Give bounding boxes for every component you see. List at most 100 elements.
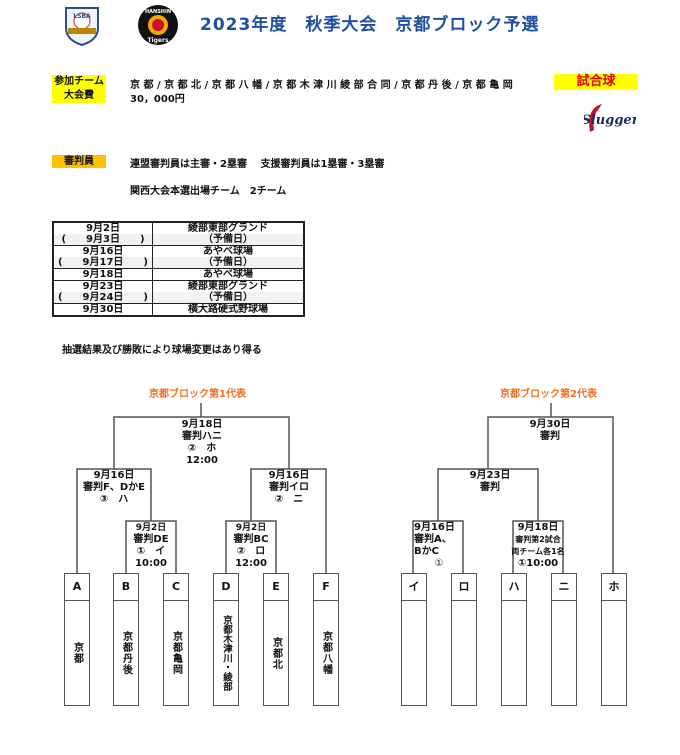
slot-label: ニ — [552, 574, 576, 601]
venue-cell: （予備日） — [152, 257, 304, 269]
match-umpires-cont: BかC — [414, 546, 439, 557]
match-umpires: 審判第2試合 — [515, 535, 561, 544]
slot-label: D — [214, 574, 238, 601]
team-name: 京都 — [71, 642, 83, 664]
bracket2-r1-left-info: 9月16日 審判A、 BかC ① — [414, 522, 464, 570]
match-number: ② ロ — [236, 546, 266, 557]
match-date: 9月23日 — [469, 470, 511, 481]
fee-value: 30，000円 — [130, 94, 185, 105]
table-row: 9月16日あやべ球場 — [52, 245, 304, 257]
team-name — [502, 601, 526, 705]
table-row: ( 9月17日 )（予備日） — [52, 257, 304, 269]
date-cell: 9月18日 — [52, 268, 153, 281]
bracket2-semi-info: 9月23日 審判 — [455, 470, 525, 494]
slot-label: E — [264, 574, 288, 601]
match-number: ② ホ — [187, 443, 217, 454]
team-slot-ha: ハ — [501, 573, 527, 706]
venue-cell: （予備日） — [152, 292, 304, 304]
schedule-table: 9月2日綾部東部グランド ( 9月3日 )（予備日） 9月16日あやべ球場 ( … — [52, 221, 305, 317]
match-date: 9月16日 — [268, 470, 310, 481]
match-umpires: 審判DE — [133, 534, 169, 545]
match-date: 9月30日 — [529, 419, 571, 430]
match-date: 9月18日 — [181, 419, 223, 430]
team-name: 京都八幡 — [320, 631, 332, 675]
svg-text:Tigers: Tigers — [147, 37, 168, 44]
match-umpires: 審判F、DかE — [83, 482, 145, 493]
venue-cell: 綾部東部グランド — [152, 222, 304, 234]
match-time: 12:00 — [235, 558, 267, 569]
date-cell: 9月30日 — [52, 303, 153, 316]
team-name — [552, 601, 576, 705]
date-cell: 9月16日 — [52, 245, 153, 257]
match-umpires: 審判ハニ — [182, 431, 222, 442]
venue-cell: あやべ球場 — [152, 245, 304, 257]
table-row: 9月18日あやべ球場 — [52, 268, 304, 281]
team-name — [402, 601, 426, 705]
svg-text:Slugger: Slugger — [584, 113, 636, 128]
match-time: ①10:00 — [517, 558, 559, 569]
match-number: ① イ — [136, 546, 166, 557]
table-row: ( 9月3日 )（予備日） — [52, 234, 304, 246]
match-date: 9月16日 — [93, 470, 135, 481]
slot-label: ロ — [452, 574, 476, 601]
bracket1-semi-right-info: 9月16日 審判イロ ② ニ — [249, 470, 329, 506]
bracket1-title: 京都ブロック第1代表 — [149, 389, 246, 400]
team-name — [452, 601, 476, 705]
match-umpires: 審判BC — [233, 534, 269, 545]
slot-label: B — [114, 574, 138, 601]
team-name: 京都丹後 — [120, 631, 132, 675]
venue-change-note: 抽選結果及び勝敗により球場変更はあり得る — [62, 345, 262, 356]
bracket1-r1-right-info: 9月2日 審判BC ② ロ 12:00 — [226, 522, 276, 570]
match-date: 9月2日 — [235, 523, 267, 533]
team-name — [602, 601, 626, 705]
team-slot-ro: ロ — [451, 573, 477, 706]
match-umpires: 審判 — [540, 431, 560, 442]
date-cell: 9月23日 — [52, 280, 153, 292]
svg-text:HANSHIN: HANSHIN — [145, 9, 171, 15]
match-number: ② ニ — [274, 494, 304, 505]
team-name: 京都北 — [270, 636, 282, 670]
date-cell: ( 9月3日 ) — [52, 234, 153, 246]
slot-label: A — [65, 574, 89, 601]
team-name: 京都亀岡 — [170, 631, 182, 675]
table-row: 9月23日綾部東部グランド — [52, 280, 304, 292]
bracket2-title: 京都ブロック第2代表 — [500, 389, 597, 400]
slot-label: ホ — [602, 574, 626, 601]
slugger-logo: Slugger — [581, 98, 640, 138]
table-row: ( 9月24日 )（予備日） — [52, 292, 304, 304]
hanshin-tigers-logo: HANSHIN Tigers — [137, 4, 179, 46]
slot-label: F — [314, 574, 338, 601]
venue-cell: 綾部東部グランド — [152, 280, 304, 292]
teams-label: 参加チーム — [52, 75, 106, 89]
date-cell: 9月2日 — [52, 222, 153, 234]
team-slot-i: イ — [401, 573, 427, 706]
team-slot-f: F 京都八幡 — [313, 573, 339, 706]
venue-cell: あやべ球場 — [152, 268, 304, 281]
date-cell: ( 9月24日 ) — [52, 292, 153, 304]
slot-label: ハ — [502, 574, 526, 601]
match-number: ① — [434, 558, 444, 569]
team-slot-e: E 京都北 — [263, 573, 289, 706]
team-name: 京都木津川・綾部 — [221, 615, 232, 691]
slot-label: イ — [402, 574, 426, 601]
match-date: 9月18日 — [517, 522, 559, 533]
match-umpires: 審判イロ — [269, 482, 309, 493]
match-number: ③ ハ — [99, 494, 129, 505]
slot-label: C — [164, 574, 188, 601]
umpire-text: 連盟審判員は主審・2塁審 支援審判員は1塁審・3塁審 — [130, 159, 385, 170]
team-slot-c: C 京都亀岡 — [163, 573, 189, 706]
umpire-label: 審判員 — [52, 155, 106, 168]
team-slot-ho: ホ — [601, 573, 627, 706]
venue-cell: （予備日） — [152, 234, 304, 246]
match-time: 10:00 — [135, 558, 167, 569]
table-row: 9月2日綾部東部グランド — [52, 222, 304, 234]
bracket1-semi-left-info: 9月16日 審判F、DかE ③ ハ — [74, 470, 154, 506]
team-slot-ni: ニ — [551, 573, 577, 706]
bracket1-r1-left-info: 9月2日 審判DE ① イ 10:00 — [126, 522, 176, 570]
bracket2-final-info: 9月30日 審判 — [515, 419, 585, 443]
game-ball-label: 試合球 — [554, 74, 638, 90]
svg-text:LSBA: LSBA — [73, 13, 91, 20]
fee-label: 大会費 — [52, 89, 106, 103]
